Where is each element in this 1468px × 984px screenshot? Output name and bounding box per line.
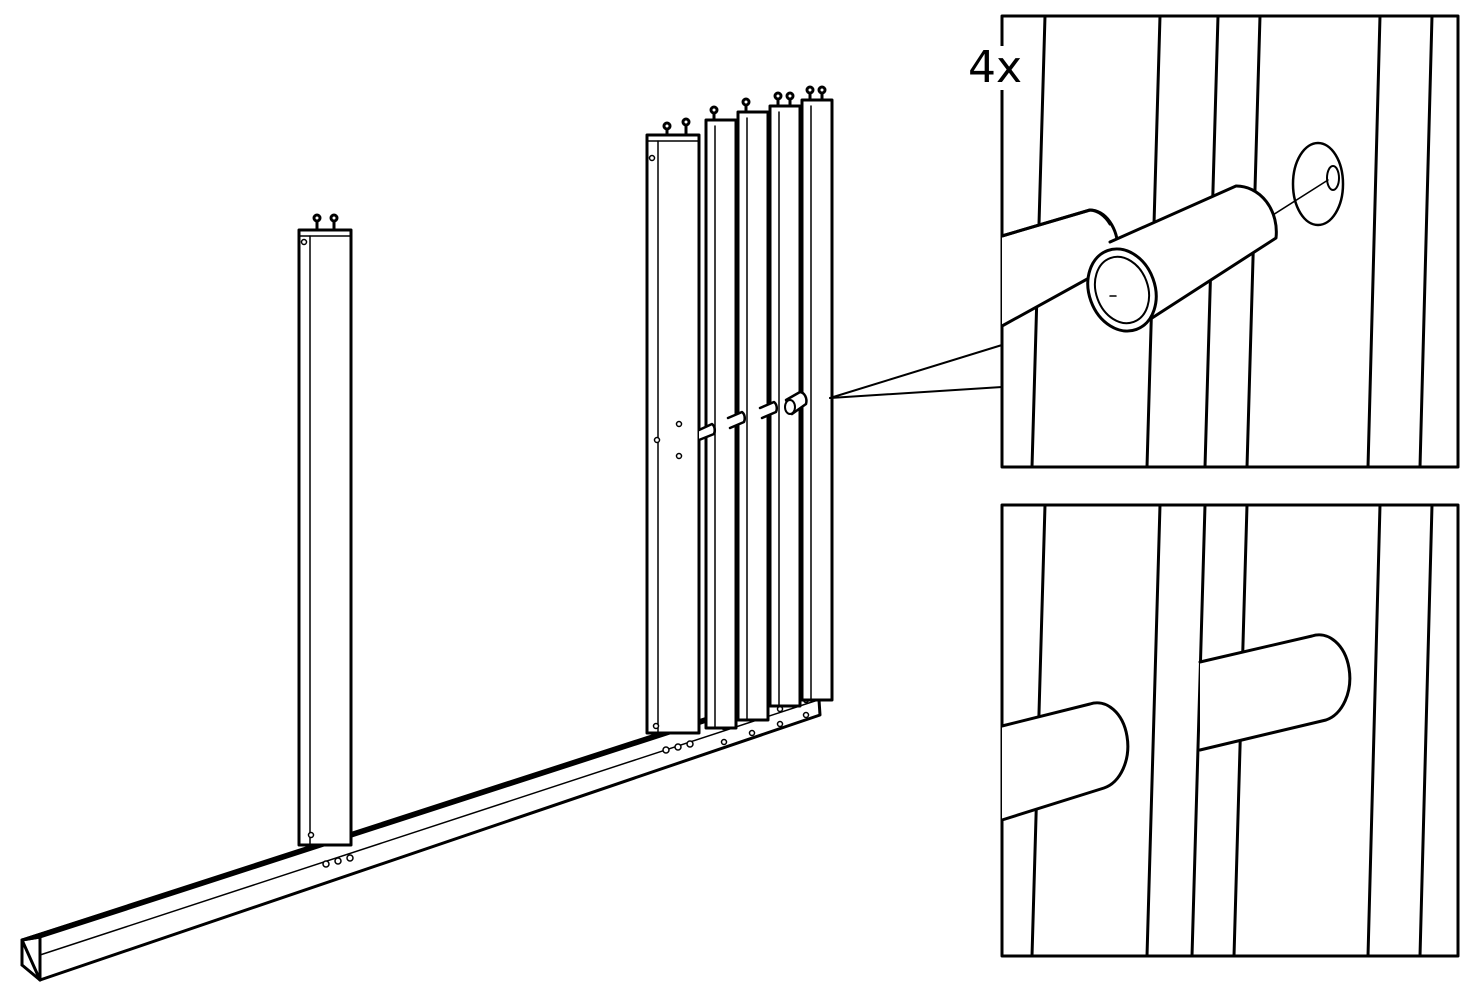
callout-pointer <box>829 344 1003 399</box>
main-assembly <box>20 85 834 982</box>
base-rail <box>20 683 822 982</box>
single-post <box>297 213 353 847</box>
detail-panel-after <box>1000 503 1460 958</box>
dowel-icon <box>1086 184 1278 333</box>
post-cluster <box>645 85 834 735</box>
quantity-label: 4x <box>966 42 1025 93</box>
dowels <box>697 390 808 442</box>
detail-panel-before <box>1000 14 1460 469</box>
